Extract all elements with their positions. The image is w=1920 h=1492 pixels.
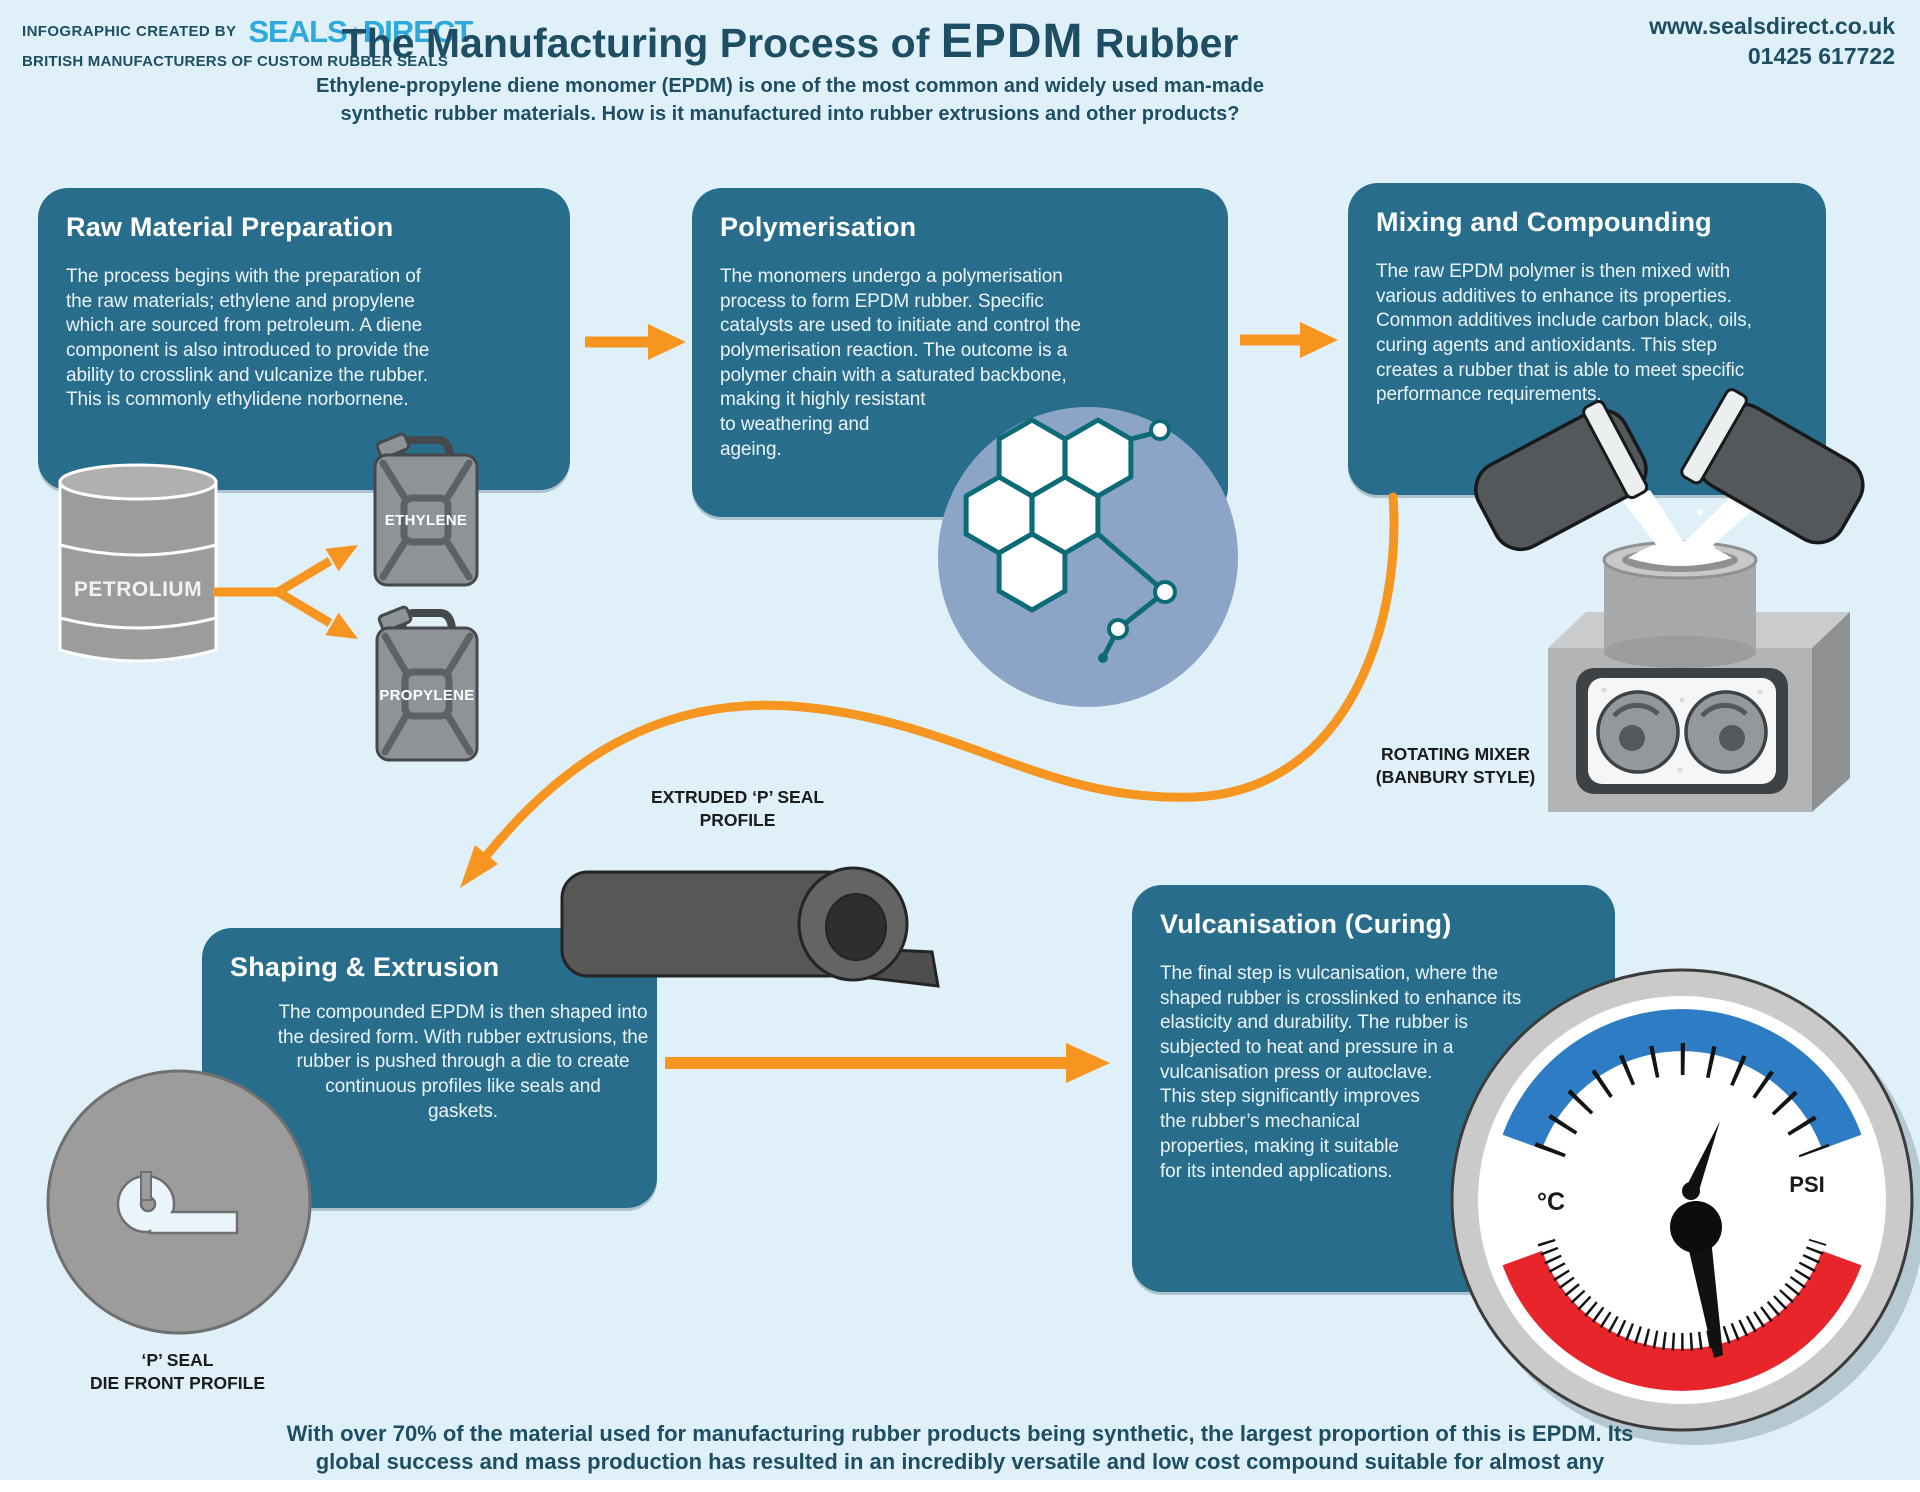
- title-epdm: EPDM: [940, 15, 1084, 68]
- step-title: Shaping & Extrusion: [230, 952, 500, 982]
- intro-paragraph: Ethylene-propylene diene monomer (EPDM) …: [316, 75, 1264, 125]
- step-panel-shaping: Shaping & Extrusion The compounded EPDM …: [202, 928, 657, 1208]
- rotating-mixer-label: ROTATING MIXER (BANBURY STYLE): [1375, 744, 1536, 788]
- die-profile-label: ‘P’ SEAL DIE FRONT PROFILE: [90, 1350, 265, 1394]
- contact-block: www.sealsdirect.co.uk 01425 617722: [1649, 12, 1895, 72]
- gauge-celsius-label: °C: [1536, 1188, 1566, 1216]
- step-panel-raw-material: Raw Material Preparation The process beg…: [38, 188, 570, 490]
- step-body: The monomers undergo a polymerisation pr…: [720, 266, 1081, 460]
- step-panel-polymerisation: Polymerisation The monomers undergo a po…: [692, 188, 1228, 517]
- arrow-raw-to-poly-icon: [585, 324, 686, 360]
- step-panel-vulcanisation: Vulcanisation (Curing) The final step is…: [1132, 885, 1615, 1292]
- propylene-can-label: PROPYLENE: [379, 687, 475, 704]
- arrow-poly-to-mix-icon: [1240, 322, 1338, 358]
- step-body: The process begins with the preparation …: [66, 266, 430, 411]
- logo-seals-text: SEALS: [248, 14, 347, 49]
- step-title: Polymerisation: [720, 212, 917, 242]
- step-body: The compounded EPDM is then shaped into …: [277, 1002, 649, 1122]
- website-text: www.sealsdirect.co.uk: [1649, 13, 1895, 39]
- step-title: Mixing and Compounding: [1376, 207, 1712, 237]
- page-title: The Manufacturing Process of EPDM Rubber: [340, 14, 1240, 69]
- propylene-can-icon: [375, 605, 479, 762]
- creator-credit: INFOGRAPHIC CREATED BY SEALS+DIRECT BRIT…: [22, 14, 473, 70]
- petroleum-barrel-icon: [58, 463, 218, 663]
- petroleum-barrel-label: PETROLIUM: [73, 578, 203, 601]
- step-title: Vulcanisation (Curing): [1160, 909, 1452, 939]
- step-body: The final step is vulcanisation, where t…: [1160, 963, 1522, 1182]
- title-suffix: Rubber: [1083, 20, 1239, 66]
- step-panel-mixing: Mixing and Compounding The raw EPDM poly…: [1348, 183, 1826, 495]
- bottom-white-strip: [0, 1480, 1920, 1492]
- logo-plus-icon: +: [347, 18, 363, 48]
- seals-direct-logo: SEALS+DIRECT: [248, 14, 473, 49]
- step-title: Raw Material Preparation: [66, 212, 394, 242]
- credit-suffix-text: BRITISH MANUFACTURERS OF CUSTOM RUBBER S…: [22, 53, 449, 70]
- phone-text: 01425 617722: [1747, 42, 1895, 69]
- arrow-mix-to-shape-icon: [460, 492, 1399, 888]
- title-prefix: The Manufacturing Process of: [341, 20, 941, 66]
- logo-direct-text: DIRECT: [362, 14, 473, 49]
- extruded-profile-label: EXTRUDED ‘P’ SEAL PROFILE: [650, 787, 825, 831]
- credit-prefix-text: INFOGRAPHIC CREATED BY: [22, 23, 237, 40]
- gauge-psi-label: PSI: [1789, 1172, 1825, 1197]
- ethylene-can-label: ETHYLENE: [384, 512, 468, 529]
- footer-summary: With over 70% of the material used for m…: [286, 1421, 1634, 1475]
- step-body: The raw EPDM polymer is then mixed with …: [1376, 261, 1752, 406]
- arrow-petroleum-split-icon: [213, 545, 358, 639]
- arrow-shape-to-vulc-icon: [665, 1043, 1110, 1083]
